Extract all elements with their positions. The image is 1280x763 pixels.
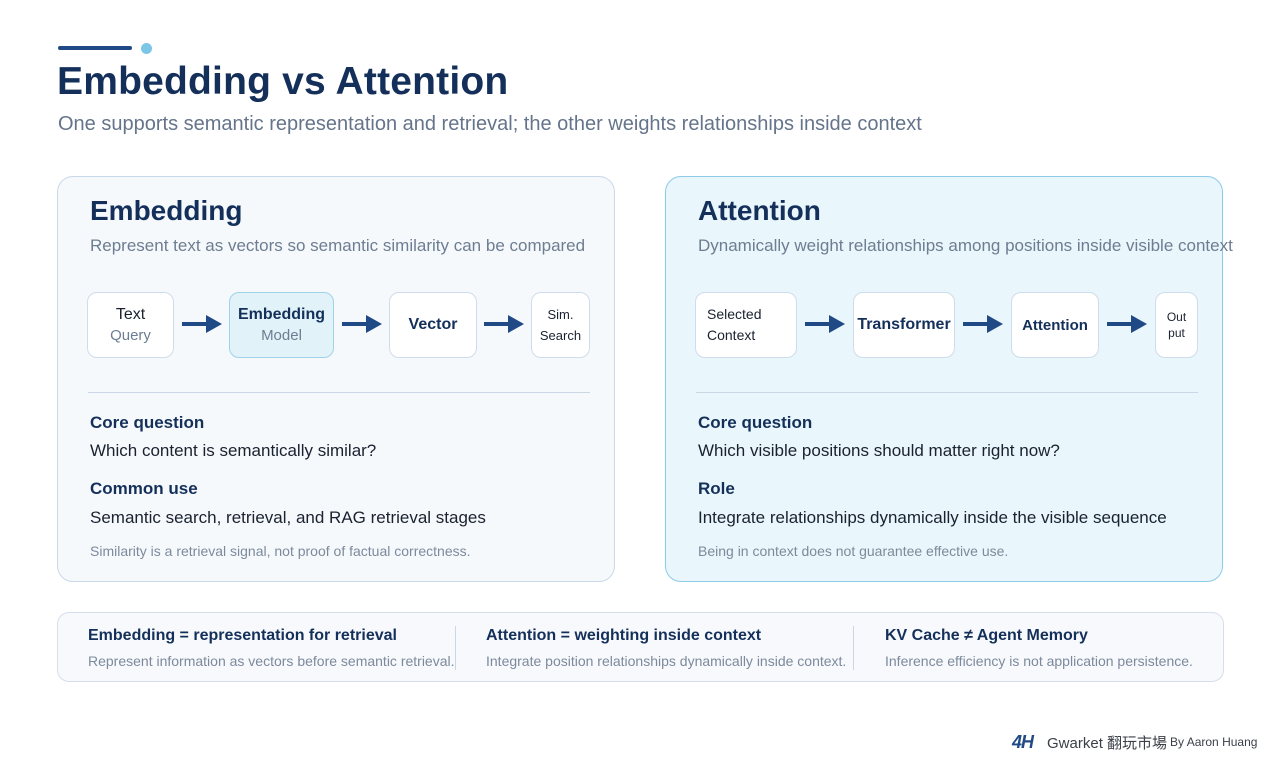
summary-item-kv-cache: KV Cache ≠ Agent Memory Inference effici… — [885, 627, 1193, 669]
core-question-title: Core question — [90, 413, 205, 432]
accent-line — [58, 46, 132, 50]
flow-box-label: Vector — [408, 316, 458, 333]
flow-box-output: Out put — [1155, 292, 1198, 358]
flow-box-sublabel: Query — [110, 327, 151, 344]
summary-title: Attention = weighting inside context — [486, 627, 762, 644]
embedding-subtitle: Represent text as vectors so semantic si… — [90, 236, 586, 255]
flow-box-label: Text — [115, 306, 146, 323]
flow-box-sublabel: Model — [261, 327, 302, 344]
flow-box-vector: Vector — [389, 292, 477, 358]
summary-bar: Embedding = representation for retrieval… — [57, 612, 1224, 682]
arrow-icon — [1107, 315, 1147, 333]
attention-subtitle: Dynamically weight relationships among p… — [698, 236, 1233, 255]
flow-box-attention: Attention — [1011, 292, 1099, 358]
arrow-icon — [342, 315, 382, 333]
flow-box-text-query: Text Query — [87, 292, 174, 358]
embedding-title: Embedding — [90, 195, 243, 226]
arrow-icon — [484, 315, 524, 333]
core-question-title: Core question — [698, 413, 813, 432]
core-question-text: Which content is semantically similar? — [90, 441, 377, 460]
flow-box-label: Attention — [1022, 316, 1088, 334]
attention-title: Attention — [698, 195, 821, 226]
footer-brand: Gwarket 翻玩市場 — [1047, 734, 1168, 752]
footer-author: By Aaron Huang — [1170, 735, 1258, 749]
page-title: Embedding vs Attention — [57, 60, 509, 103]
flow-box-transformer: Transformer — [853, 292, 955, 358]
page-subtitle: One supports semantic representation and… — [58, 113, 922, 135]
arrow-icon — [805, 315, 845, 333]
flow-box-selected-context: Selected Context — [695, 292, 797, 358]
accent-dot — [141, 43, 152, 54]
flow-box-sublabel: put — [1168, 326, 1185, 340]
common-use-text: Semantic search, retrieval, and RAG retr… — [90, 508, 486, 527]
summary-text: Inference efficiency is not application … — [885, 653, 1193, 669]
flow-box-label: Out — [1166, 310, 1187, 324]
flow-box-label: Selected — [707, 306, 762, 322]
flow-box-sublabel: Search — [539, 328, 582, 343]
attention-panel: Attention Dynamically weight relationshi… — [665, 176, 1233, 582]
summary-item-attention: Attention = weighting inside context Int… — [486, 627, 846, 669]
flow-box-label: Embedding — [237, 306, 326, 323]
role-title: Role — [698, 479, 735, 498]
divider — [696, 392, 1198, 393]
flow-box-label: Sim. — [547, 307, 574, 322]
role-text: Integrate relationships dynamically insi… — [698, 508, 1167, 527]
flow-box-embedding-model: Embedding Model — [229, 292, 334, 358]
summary-separator — [455, 626, 456, 670]
common-use-title: Common use — [90, 479, 198, 498]
summary-item-embedding: Embedding = representation for retrieval… — [88, 627, 455, 669]
arrow-icon — [182, 315, 222, 333]
summary-text: Integrate position relationships dynamic… — [486, 653, 847, 669]
embedding-panel: Embedding Represent text as vectors so s… — [57, 176, 615, 582]
summary-title: KV Cache ≠ Agent Memory — [885, 627, 1088, 644]
summary-title: Embedding = representation for retrieval — [88, 627, 397, 644]
summary-text: Represent information as vectors before … — [88, 653, 455, 669]
embedding-note: Similarity is a retrieval signal, not pr… — [90, 543, 471, 559]
attention-note: Being in context does not guarantee effe… — [698, 543, 1009, 559]
flow-box-sublabel: Context — [707, 327, 756, 343]
footer: 4H Gwarket 翻玩市場 By Aaron Huang — [1012, 731, 1257, 753]
flow-box-label: Transformer — [857, 316, 951, 333]
divider — [88, 392, 590, 393]
arrow-icon — [963, 315, 1003, 333]
core-question-text: Which visible positions should matter ri… — [698, 441, 1060, 460]
flow-box-sim-search: Sim. Search — [531, 292, 590, 358]
gwarket-logo-icon: 4H — [1012, 731, 1034, 752]
summary-separator — [853, 626, 854, 670]
